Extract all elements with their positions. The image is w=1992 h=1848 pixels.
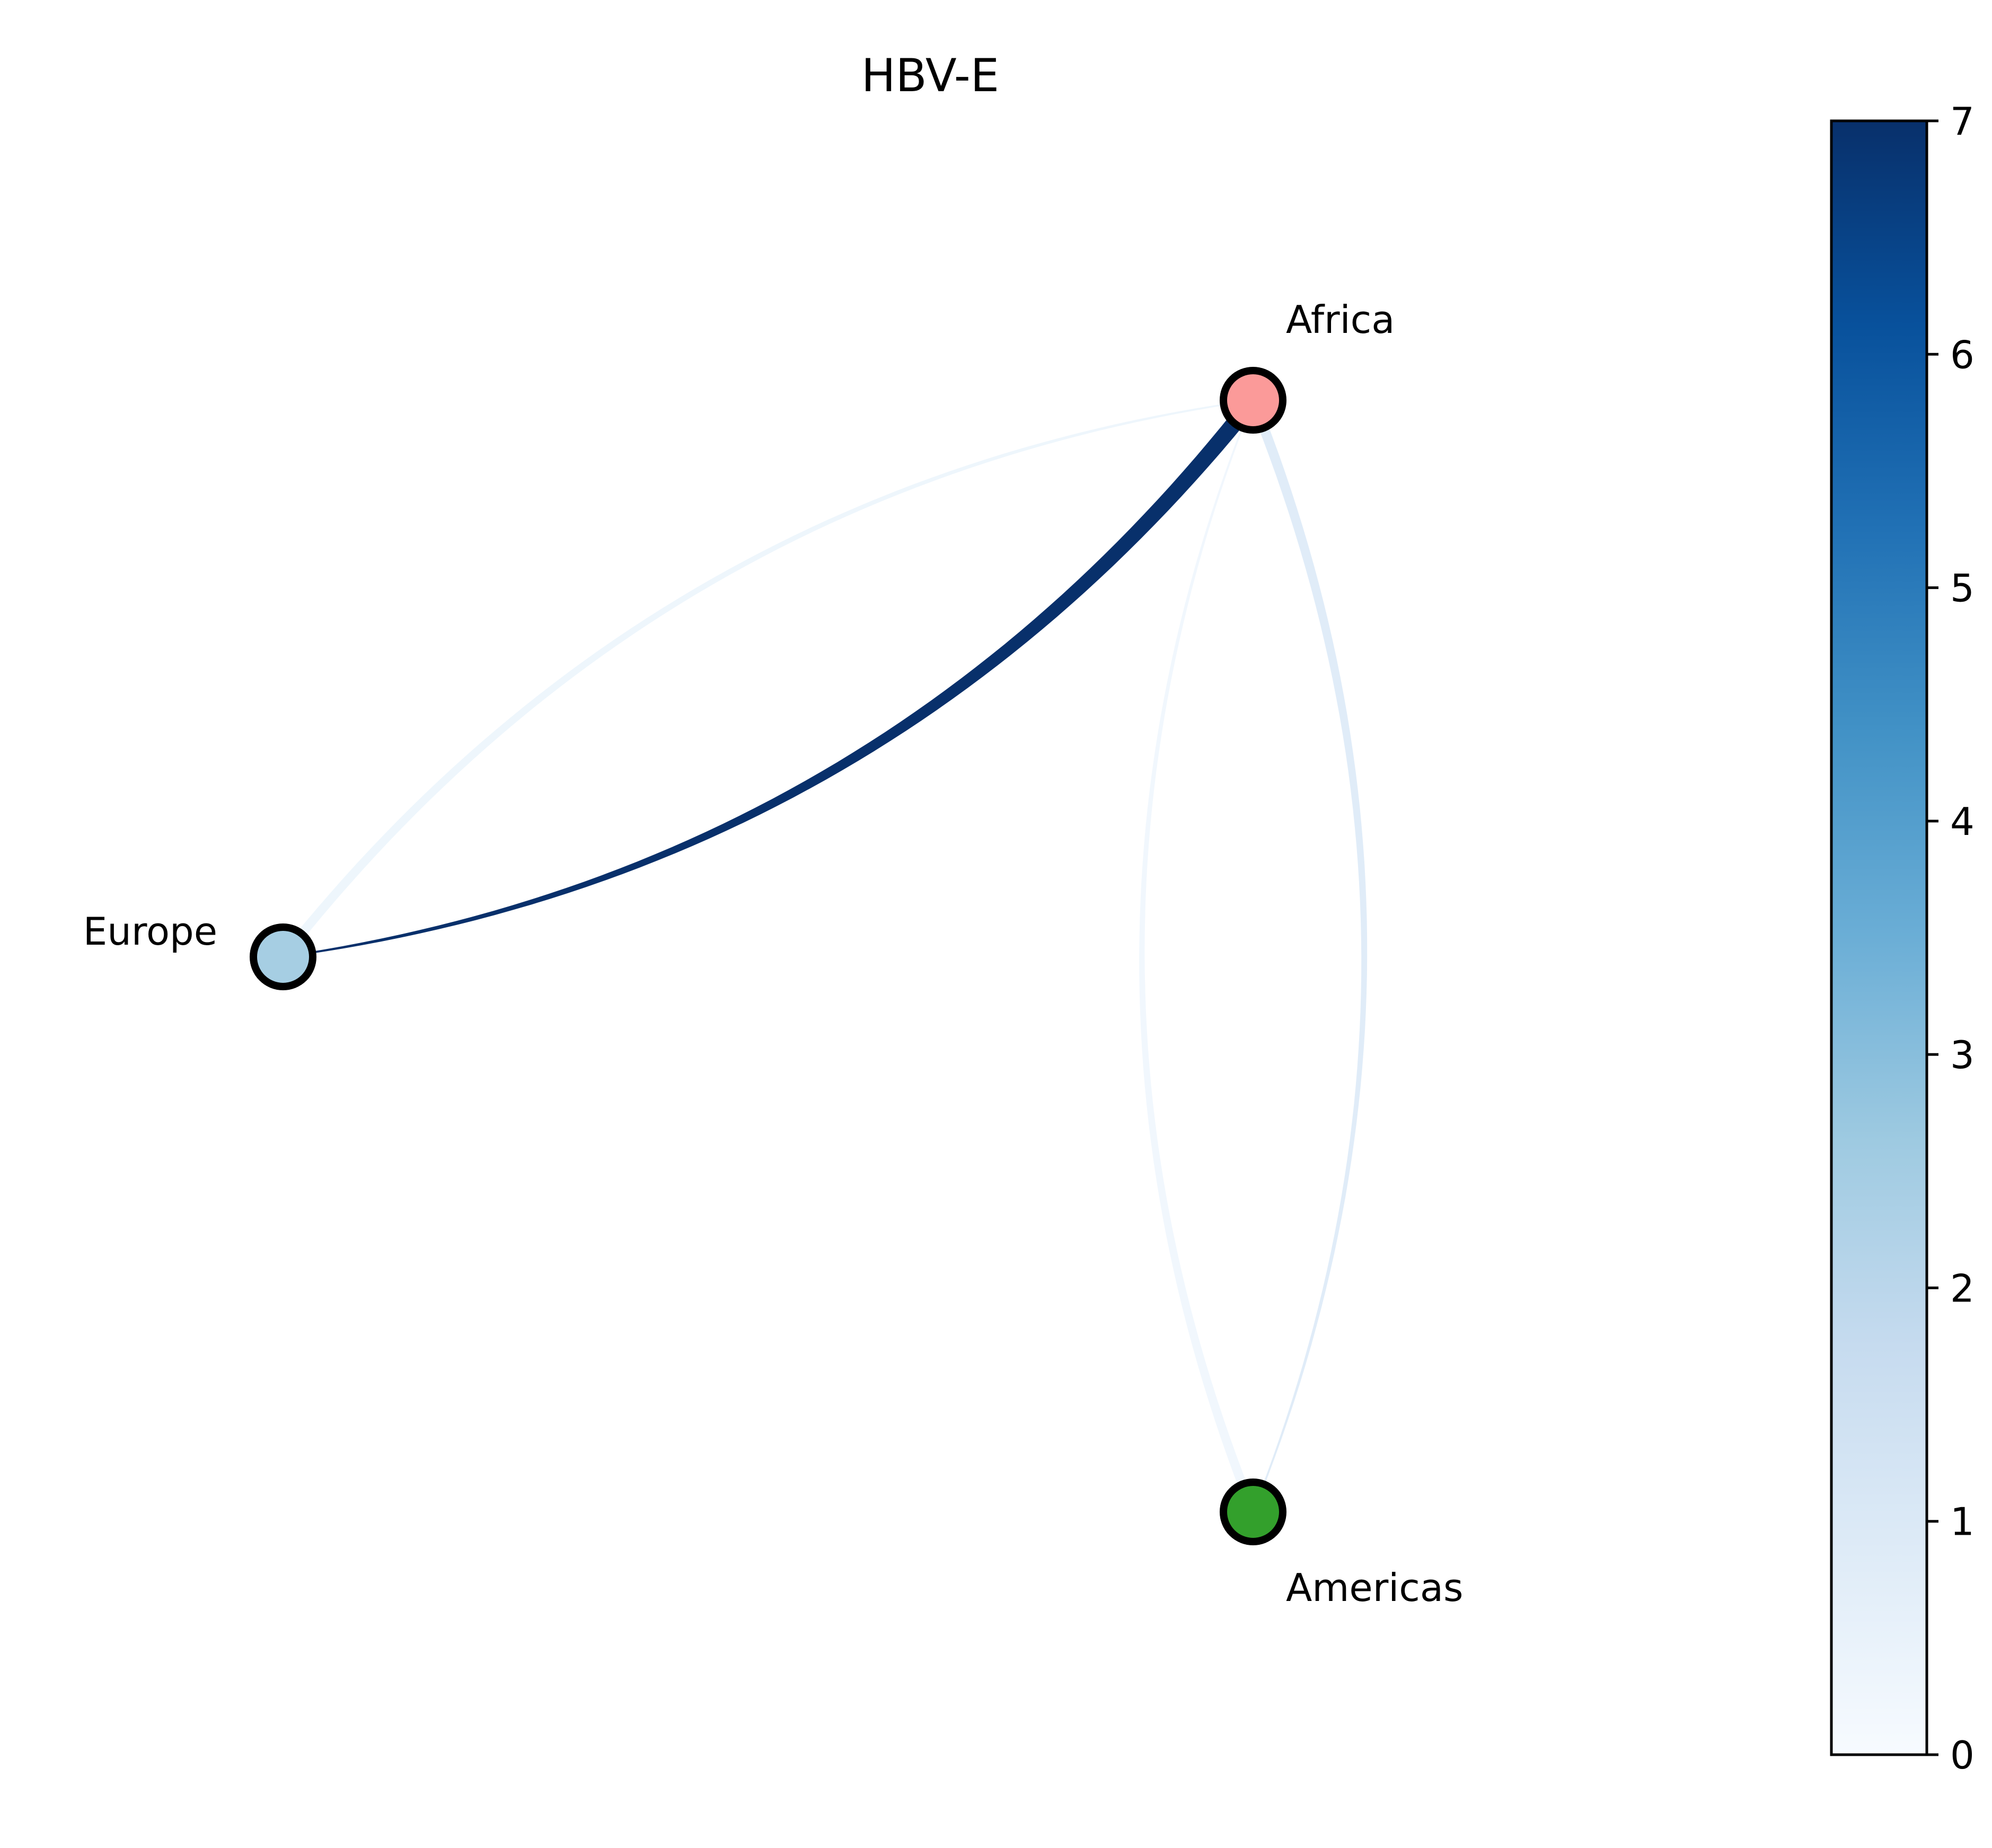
colorbar-tick-label: 3: [1950, 1033, 1975, 1077]
nodes-layer: [250, 367, 1286, 1545]
colorbar-frame: [1830, 119, 1928, 1756]
node-europe: [250, 923, 316, 990]
colorbar-tick-label: 6: [1950, 332, 1975, 377]
edge-africa-to-americas: [1248, 398, 1368, 1512]
node-label-americas: Americas: [1286, 1565, 1464, 1610]
colorbar-tick-label: 0: [1950, 1733, 1975, 1777]
node-americas: [1220, 1479, 1286, 1545]
node-label-europe: Europe: [83, 909, 217, 954]
node-africa: [1220, 367, 1286, 434]
node-label-africa: Africa: [1286, 297, 1395, 342]
colorbar-tick-label: 5: [1950, 566, 1975, 611]
edge-europe-to-africa: [279, 399, 1254, 960]
edges-layer: [279, 395, 1368, 1514]
edge-africa-to-europe: [283, 395, 1260, 958]
colorbar-tick-label: 1: [1950, 1500, 1975, 1544]
colorbar-tick-label: 4: [1950, 799, 1975, 844]
colorbar-ticks: 0 1 2 3 4 5 6 7: [1927, 99, 1975, 1777]
chart-title: HBV-E: [861, 49, 999, 102]
edge-americas-to-africa: [1139, 400, 1258, 1514]
colorbar-tick-label: 2: [1950, 1266, 1975, 1310]
colorbar-fill: [1831, 121, 1927, 1755]
colorbar-tick-label: 7: [1950, 99, 1975, 144]
colorbar: 0 1 2 3 4 5 6 7: [1830, 99, 1975, 1777]
